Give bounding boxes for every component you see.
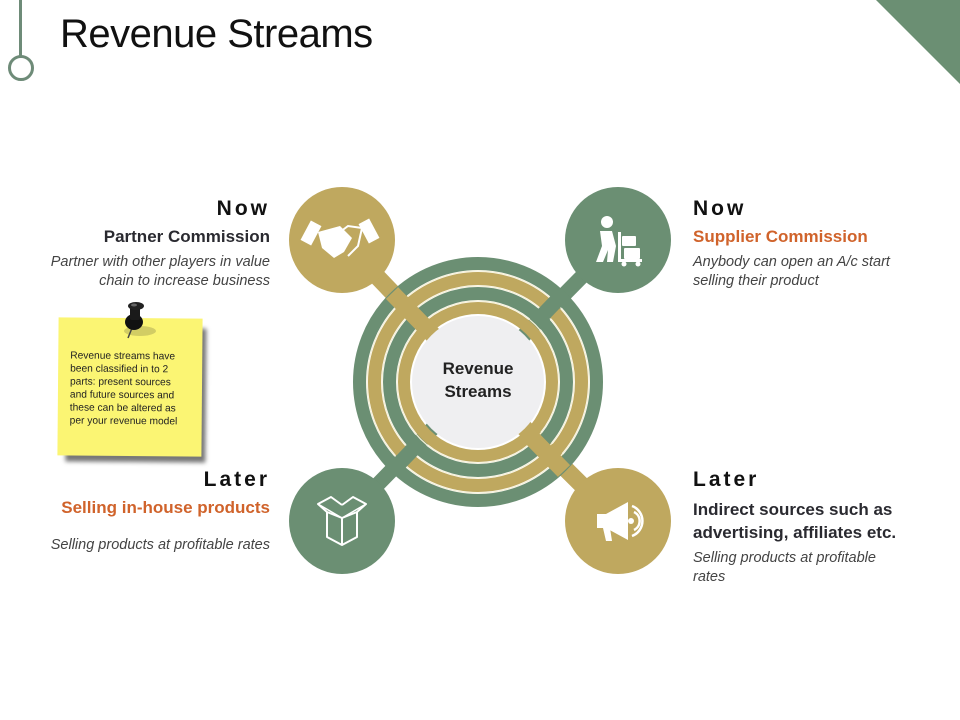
open-box-icon [317, 496, 367, 546]
heading-line: advertising, affiliates etc. [693, 523, 897, 542]
megaphone-icon [597, 502, 644, 541]
outer-green-ring [353, 257, 603, 507]
description-line: selling their product [693, 273, 819, 289]
note-line: these can be altered as [69, 402, 176, 415]
description-line: Partner with other players in value [50, 254, 270, 270]
inner-gold-ring [398, 302, 558, 462]
quadrant-when: Now [693, 197, 747, 220]
quadrant-when: Later [693, 468, 760, 491]
outer-gold-ring [368, 272, 588, 492]
note-line: per your revenue model [69, 415, 178, 428]
quadrant-description: Anybody can open an A/c start selling th… [693, 253, 953, 291]
quadrant-description: Selling products at profitable rates [10, 536, 270, 555]
quadrant-heading: Selling in-house products [61, 498, 270, 517]
note-line: been classified in to 2 [70, 363, 169, 376]
quadrant-when: Now [216, 197, 270, 220]
sticky-note-text: Revenue streams have been classified in … [70, 349, 199, 428]
center-core [412, 316, 544, 448]
heading-line: Indirect sources such as [693, 500, 893, 519]
note-line: and future sources and [69, 389, 175, 402]
center-label: Revenue Streams [412, 357, 544, 403]
description-line: Selling products at profitable rates [50, 537, 270, 553]
quadrant-heading: Partner Commission [103, 227, 270, 246]
center-label-line1: Revenue [442, 359, 514, 378]
delivery-worker-icon [596, 216, 642, 267]
title-accent-circle [8, 55, 34, 81]
handshake-icon [300, 218, 380, 258]
description-line: Anybody can open an A/c start [693, 254, 890, 270]
quadrant-top-left: Now Partner Commission Partner with othe… [20, 197, 270, 291]
center-label-line2: Streams [444, 382, 512, 401]
sticky-note: Revenue streams have been classified in … [57, 317, 203, 457]
quadrant-heading: Indirect sources such as advertising, af… [693, 498, 953, 544]
title-accent-line [19, 0, 22, 57]
quadrant-description: Selling products at profitable rates [693, 549, 953, 587]
quadrant-bottom-right: Later Indirect sources such as advertisi… [693, 468, 953, 587]
inner-green-ring [383, 287, 573, 477]
description-line: chain to increase business [99, 273, 270, 289]
quadrant-top-right: Now Supplier Commission Anybody can open… [693, 197, 953, 291]
quadrant-heading: Supplier Commission [693, 227, 868, 246]
description-line: rates [693, 569, 726, 585]
quadrant-when: Later [203, 468, 270, 491]
description-line: Selling products at profitable [693, 550, 876, 566]
quadrant-bottom-left: Later Selling in-house products Selling … [10, 468, 270, 555]
quadrant-description: Partner with other players in value chai… [20, 253, 270, 291]
note-line: parts: present sources [69, 376, 171, 389]
note-line: Revenue streams have [70, 350, 176, 363]
page-title: Revenue Streams [60, 12, 373, 56]
